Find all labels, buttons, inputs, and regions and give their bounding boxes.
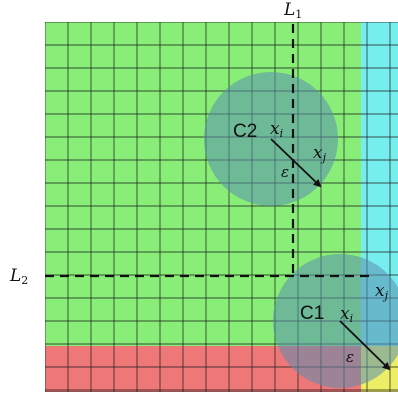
c1-epsilon-arrow bbox=[339, 320, 391, 371]
c2-xj-label: xj bbox=[313, 143, 327, 164]
line-l2-label: L2 bbox=[9, 266, 28, 287]
cluster-c2-label: C2 bbox=[233, 121, 257, 142]
c2-xi-label: xi bbox=[270, 119, 283, 140]
c2-epsilon-arrow bbox=[270, 138, 322, 188]
cluster-c1-label: C1 bbox=[300, 303, 324, 324]
line-l1-label: L1 bbox=[283, 0, 302, 21]
c1-epsilon-label: ε bbox=[346, 348, 354, 366]
c1-xj-label: xj bbox=[375, 281, 389, 302]
cluster-c1-circle bbox=[273, 254, 398, 388]
c1-xi-label: xi bbox=[340, 304, 353, 325]
c2-epsilon-label: ε bbox=[281, 163, 289, 181]
